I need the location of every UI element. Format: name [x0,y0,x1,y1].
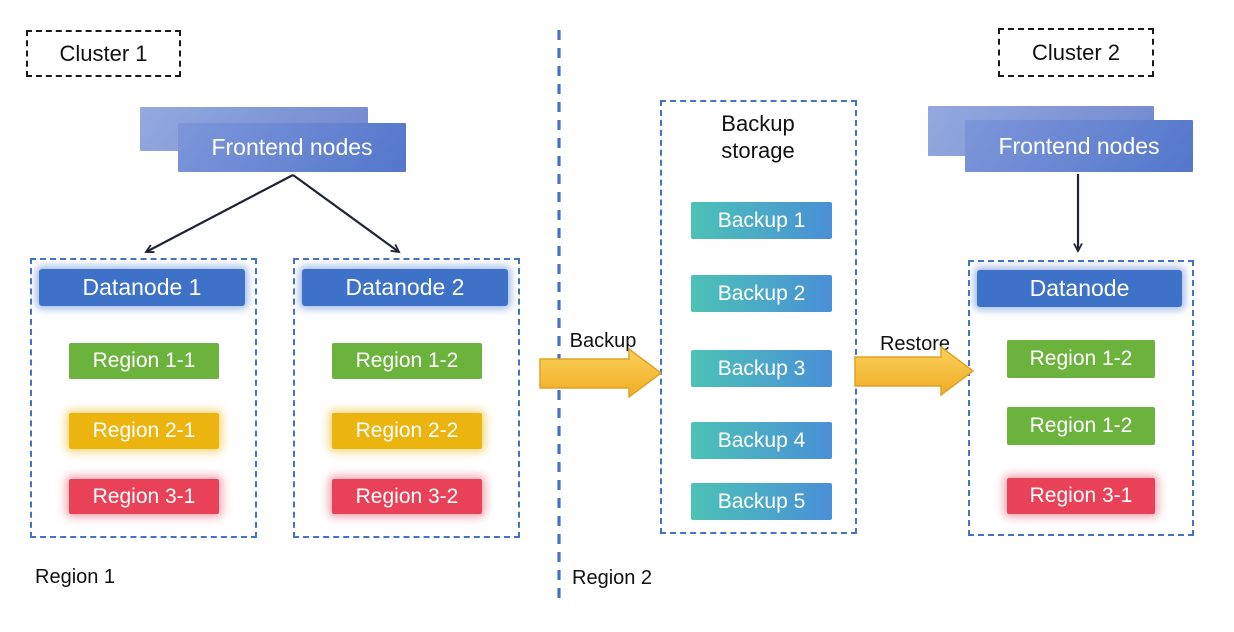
frontend-nodes-box-right: Frontend nodes [965,120,1193,172]
region-box: Region 2-2 [332,413,482,449]
backup-storage-container: Backup storage Backup 1 Backup 2 Backup … [660,100,857,534]
datanode-right-header: Datanode [977,270,1182,307]
backup-arrow-label: Backup [569,330,637,352]
restore-arrow-label: Restore [879,333,951,355]
region-box: Region 3-1 [69,479,219,514]
cluster2-label: Cluster 2 [1031,39,1121,65]
region-label: Region 2-1 [92,419,196,442]
region2-zone-label: Region 2 [572,567,653,589]
backup-item: Backup 1 [691,202,832,239]
datanode-right-container: Datanode Region 1-2 Region 1-2 Region 3-… [968,260,1194,536]
backup-item-label: Backup 3 [717,356,806,380]
backup-item: Backup 3 [691,350,832,387]
region-label: Region 1-1 [92,349,196,372]
cluster1-label: Cluster 1 [59,40,148,66]
region-label: Region 3-2 [355,484,459,508]
region-label: Region 1-2 [1029,414,1133,437]
region-label: Region 2-2 [355,419,459,442]
backup-item: Backup 4 [691,422,832,459]
region1-zone-label: Region 1 [35,566,116,588]
region-box: Region 1-2 [1007,407,1155,445]
frontend-to-datanode2-arrow [292,174,401,254]
region-box: Region 3-1 [1007,478,1155,514]
datanode2-container: Datanode 2 Region 1-2 Region 2-2 Region … [293,258,520,538]
region-box: Region 1-1 [69,343,219,379]
datanode1-title: Datanode 1 [82,274,202,300]
datanode1-header: Datanode 1 [39,269,245,306]
backup-item-label: Backup 2 [717,281,806,305]
frontend-to-datanode1-arrow [144,174,294,253]
backup-flow-arrow [539,347,663,399]
datanode2-header: Datanode 2 [302,269,508,306]
region-label: Region 1-2 [355,349,459,372]
frontend-nodes-box-left: Frontend nodes [178,123,406,172]
cluster2-tag: Cluster 2 [998,28,1154,77]
backup-item-label: Backup 5 [717,489,806,513]
backup-item-label: Backup 1 [717,208,806,232]
frontend-nodes-label-left: Frontend nodes [211,134,373,160]
region-box: Region 2-1 [69,413,219,449]
cluster1-tag: Cluster 1 [26,30,181,77]
datanode1-container: Datanode 1 Region 1-1 Region 2-1 Region … [30,258,257,538]
region-label: Region 1-2 [1029,347,1133,370]
region-label: Region 3-1 [1029,484,1133,507]
backup-item-label: Backup 4 [717,428,806,452]
datanode-right-title: Datanode [1029,275,1130,301]
region-box: Region 1-2 [332,343,482,379]
region-box: Region 3-2 [332,479,482,514]
backup-item: Backup 2 [691,275,832,312]
frontend-nodes-label-right: Frontend nodes [998,132,1160,159]
backup-storage-title: Backup storage [721,111,795,163]
region-label: Region 3-1 [92,484,196,508]
region-box: Region 1-2 [1007,340,1155,378]
datanode2-title: Datanode 2 [345,274,465,300]
backup-item: Backup 5 [691,483,832,520]
